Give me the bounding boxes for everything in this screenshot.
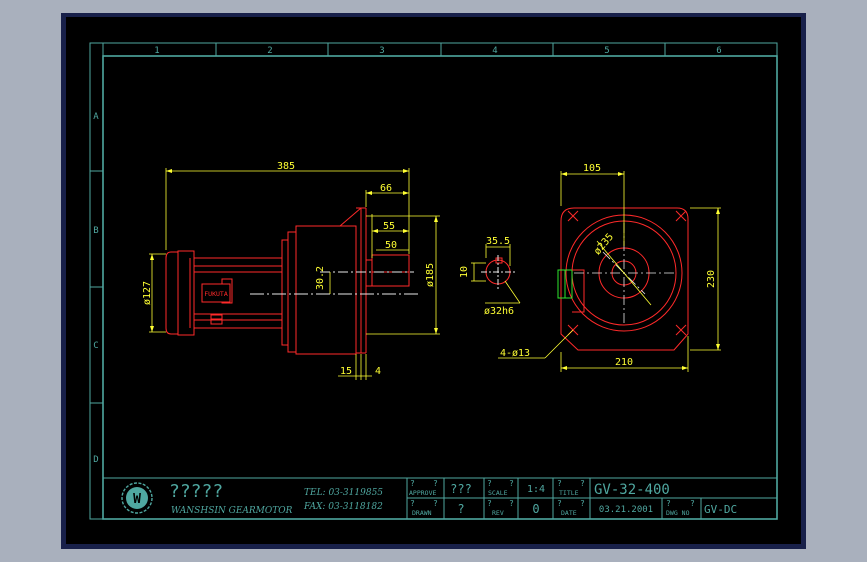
side-dimensions bbox=[149, 168, 440, 380]
rev-value: 0 bbox=[532, 502, 539, 516]
front-dimension-arrows bbox=[561, 172, 720, 370]
side-dimension-arrows bbox=[150, 169, 438, 334]
dim-210: 210 bbox=[615, 357, 633, 368]
approve-value: ??? bbox=[450, 482, 472, 496]
bolt-holes bbox=[567, 210, 687, 336]
drawn-label: DRAWN bbox=[412, 509, 432, 517]
gearbox bbox=[281, 207, 410, 355]
dim-30-2: 30.2 bbox=[315, 266, 326, 290]
svg-text:?: ? bbox=[410, 499, 415, 508]
row-label: B bbox=[93, 226, 98, 236]
title-block-values: ??? ? 1:4 0 GV-32-400 03.21.2001 GV-DC bbox=[450, 482, 737, 516]
company-name-en: WANSHSIN GEARMOTOR bbox=[171, 506, 293, 516]
column-label: 2 bbox=[267, 46, 272, 56]
nameplate bbox=[201, 283, 231, 303]
dim-105: 105 bbox=[583, 163, 601, 174]
drawing-area bbox=[66, 17, 801, 544]
company-tel: TEL: 03-3119855 bbox=[304, 488, 383, 498]
svg-text:?: ? bbox=[557, 479, 562, 488]
column-label: 4 bbox=[492, 46, 497, 56]
sheet-border bbox=[89, 42, 778, 520]
svg-text:?: ? bbox=[580, 479, 585, 488]
approve-label: APPROVE bbox=[409, 489, 436, 497]
column-label: 5 bbox=[604, 46, 609, 56]
terminal-box bbox=[557, 269, 585, 313]
title-value: GV-32-400 bbox=[594, 482, 670, 498]
column-label: 1 bbox=[154, 46, 159, 56]
svg-text:W: W bbox=[133, 492, 141, 507]
svg-text:?: ? bbox=[487, 479, 492, 488]
svg-text:?: ? bbox=[557, 499, 562, 508]
title-block: W ????? WANSHSIN GEARMOTOR TEL: 03-31198… bbox=[103, 477, 777, 519]
dim-32h6: ø32h6 bbox=[484, 306, 514, 317]
row-label: D bbox=[93, 455, 98, 465]
dim-4: 4 bbox=[375, 366, 381, 377]
title-block-grid bbox=[103, 477, 777, 519]
shaft-dimension-texts: 35.5 10 ø32h6 bbox=[459, 236, 514, 317]
rev-label: REV bbox=[492, 509, 504, 517]
nameplate-label: FUKUTA bbox=[204, 290, 228, 298]
row-labels: A B C D bbox=[93, 112, 99, 465]
svg-text:?: ? bbox=[580, 499, 585, 508]
svg-text:?: ? bbox=[690, 499, 695, 508]
date-label: DATE bbox=[561, 509, 577, 517]
scale-label: SCALE bbox=[488, 489, 508, 497]
flange-outline bbox=[560, 207, 689, 351]
column-labels: 1 2 3 4 5 6 bbox=[154, 46, 721, 56]
dim-4-13: 4-ø13 bbox=[500, 348, 530, 359]
column-label: 6 bbox=[716, 46, 721, 56]
shaft-dimensions bbox=[471, 244, 521, 304]
title-block-qmarks: ? ? ? ? ? ? ? ? ? ? ? ? ? ? bbox=[410, 479, 695, 508]
column-label: 3 bbox=[379, 46, 384, 56]
svg-text:?: ? bbox=[433, 499, 438, 508]
side-dimension-texts: 385 66 55 50 15 4 ø127 30.2 ø185 bbox=[142, 161, 436, 377]
svg-text:?: ? bbox=[509, 479, 514, 488]
company-fax: FAX: 03-3118182 bbox=[303, 502, 383, 512]
shaft-section: 35.5 10 ø32h6 bbox=[459, 236, 521, 317]
dim-35-5: 35.5 bbox=[486, 236, 510, 247]
dwg-label: DWG NO bbox=[666, 509, 690, 517]
svg-text:?: ? bbox=[666, 499, 671, 508]
title-block-labels: APPROVE DRAWN SCALE REV TITLE DATE DWG N… bbox=[409, 489, 690, 517]
dim-185: ø185 bbox=[425, 263, 436, 287]
svg-text:?: ? bbox=[410, 479, 415, 488]
dim-15: 15 bbox=[340, 366, 352, 377]
dim-230: 230 bbox=[706, 270, 717, 288]
scale-value: 1:4 bbox=[527, 484, 545, 495]
dim-127: ø127 bbox=[142, 281, 153, 305]
company-logo: W bbox=[121, 482, 153, 514]
row-label: C bbox=[93, 341, 98, 351]
dim-55: 55 bbox=[383, 221, 395, 232]
dim-66: 66 bbox=[380, 183, 392, 194]
dim-385: 385 bbox=[277, 161, 295, 172]
dwg-value: GV-DC bbox=[704, 503, 737, 516]
svg-text:?: ? bbox=[433, 479, 438, 488]
drawn-value: ? bbox=[457, 502, 464, 516]
dim-50: 50 bbox=[385, 240, 397, 251]
title-label: TITLE bbox=[559, 489, 579, 497]
row-label: A bbox=[93, 112, 99, 122]
front-dimensions bbox=[498, 171, 721, 372]
date-value: 03.21.2001 bbox=[599, 505, 653, 515]
svg-text:?: ? bbox=[487, 499, 492, 508]
side-view: FUKUTA bbox=[142, 161, 440, 380]
company-name-cn: ????? bbox=[169, 481, 223, 502]
shaft-key bbox=[495, 257, 503, 264]
dim-10: 10 bbox=[459, 266, 470, 278]
svg-text:?: ? bbox=[509, 499, 514, 508]
